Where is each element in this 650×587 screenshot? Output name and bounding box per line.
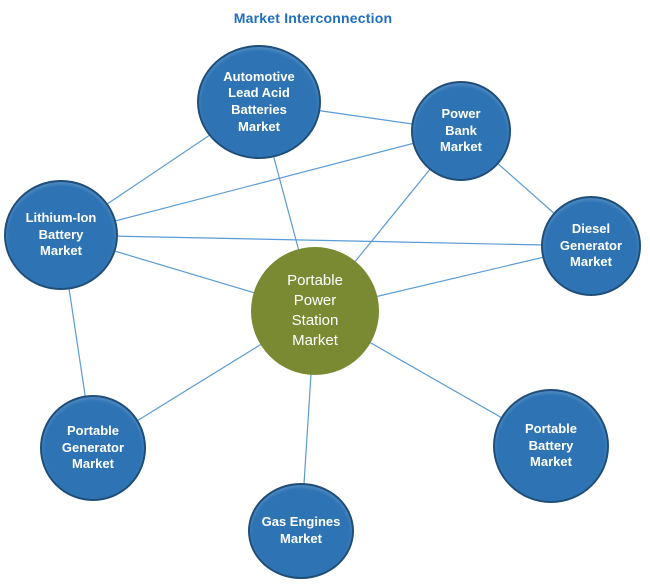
node-portable-power-station-market: Portable Power Station Market: [251, 247, 379, 375]
node-lithium-ion-battery-market: Lithium-Ion Battery Market: [4, 180, 118, 290]
node-label: Portable Power Station Market: [287, 272, 343, 349]
edge-lithium-to-power-bank: [60, 130, 462, 236]
node-label: Automotive Lead Acid Batteries Market: [223, 68, 295, 134]
node-label: Portable Battery Market: [524, 421, 577, 470]
node-label: Gas Engines Market: [261, 514, 341, 546]
node-label: Portable Generator Market: [61, 423, 125, 472]
node-automotive-lead-acid-batteries-market: Automotive Lead Acid Batteries Market: [197, 45, 321, 159]
node-portable-generator-market: Portable Generator Market: [40, 395, 146, 501]
page-title: Market Interconnection: [233, 10, 393, 26]
edge-lithium-to-diesel: [60, 234, 592, 247]
node-label: Lithium-Ion Battery Market: [25, 210, 97, 259]
node-label: Power Bank Market: [440, 106, 482, 155]
node-diesel-generator-market: Diesel Generator Market: [541, 196, 641, 296]
node-power-bank-market: Power Bank Market: [411, 81, 511, 181]
node-portable-battery-market: Portable Battery Market: [493, 389, 609, 503]
node-label: Diesel Generator Market: [559, 221, 623, 270]
node-gas-engines-market: Gas Engines Market: [248, 483, 354, 579]
